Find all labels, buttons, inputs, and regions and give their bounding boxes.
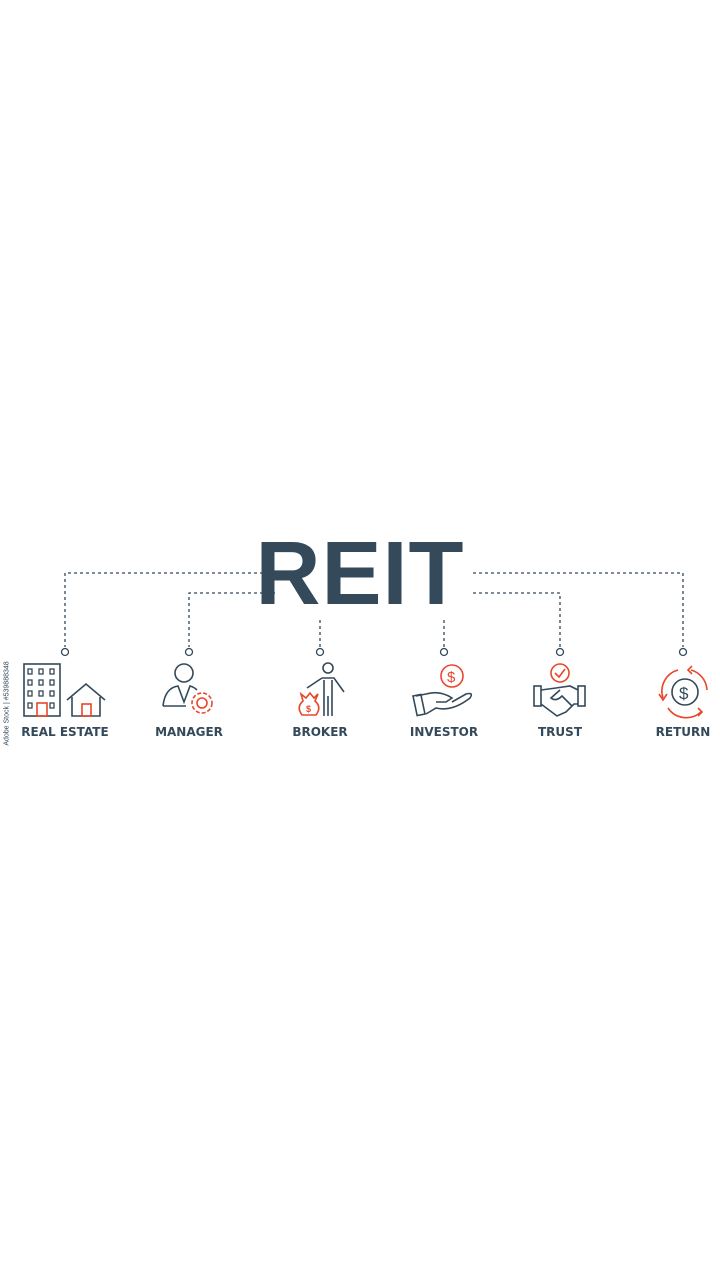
hand-dollar-icon: $ <box>412 664 473 717</box>
diagram-title: REIT <box>255 524 465 624</box>
svg-text:$: $ <box>447 669 456 686</box>
label-investor: INVESTOR <box>409 725 479 739</box>
label-broker: BROKER <box>292 725 348 739</box>
handshake-check-icon <box>533 663 586 717</box>
buildings-house-icon <box>23 663 106 717</box>
label-trust: TRUST <box>538 725 582 739</box>
label-real-estate: REAL ESTATE <box>21 725 109 739</box>
label-manager: MANAGER <box>155 725 223 739</box>
dollar-cycle-icon: $ <box>658 665 708 719</box>
broker-money-bag-icon: $ <box>298 662 345 716</box>
svg-text:$: $ <box>306 704 311 714</box>
manager-gear-icon <box>162 663 213 714</box>
label-return: RETURN <box>655 725 711 739</box>
svg-text:$: $ <box>679 684 689 703</box>
watermark-credit: Adobe Stock | #539888348 <box>3 661 11 746</box>
